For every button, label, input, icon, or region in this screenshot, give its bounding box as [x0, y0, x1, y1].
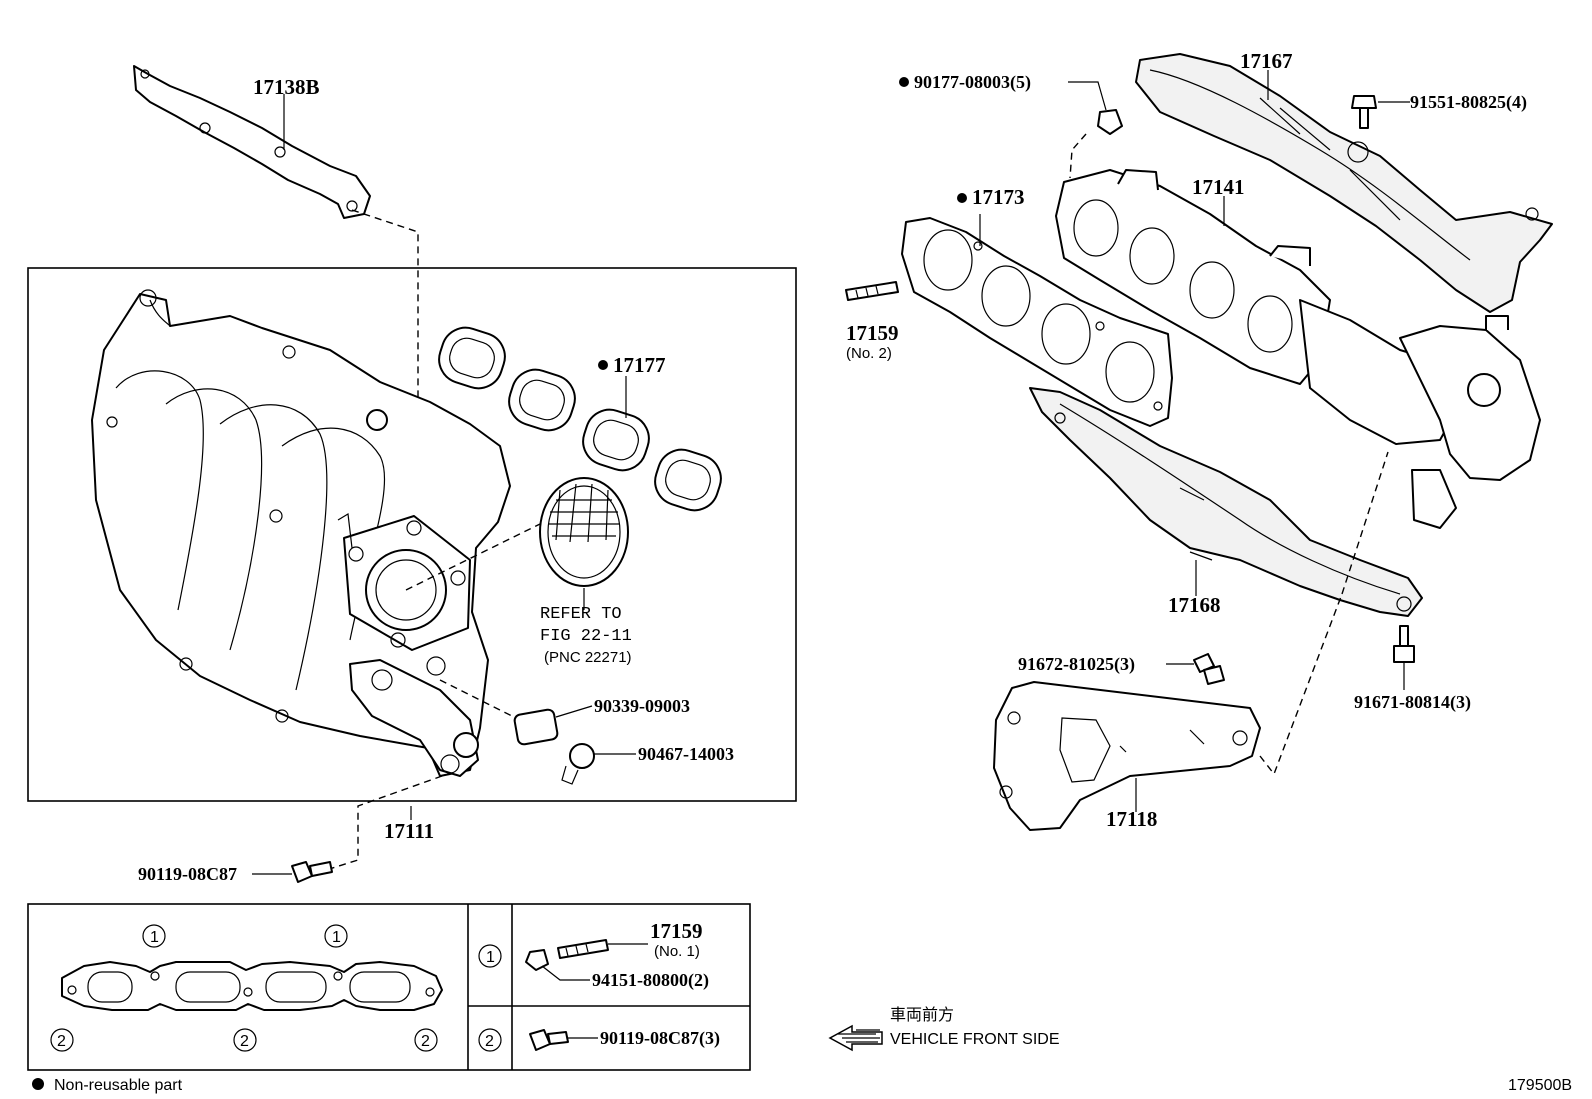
label-17111: 17111 — [384, 819, 434, 843]
bolt-90119[interactable] — [291, 861, 333, 883]
circled-mark-1a: 1 — [142, 924, 166, 948]
label-17177: 17177 — [613, 353, 666, 377]
refer-line2: FIG 22-11 — [540, 627, 632, 646]
label-17118: 17118 — [1106, 807, 1157, 831]
clamp-90467[interactable] — [561, 743, 595, 785]
intake-gasket-17177[interactable] — [433, 321, 727, 516]
bolt-91672[interactable] — [1193, 653, 1225, 685]
gasket-detail-table: 1 1 2 2 2 1 2 — [27, 903, 751, 1071]
svg-text:2: 2 — [57, 1033, 66, 1050]
label-17167: 17167 — [1240, 49, 1293, 73]
nonreusable-dot-17177 — [598, 360, 608, 370]
svg-text:2: 2 — [485, 1033, 494, 1050]
label-detail-17159-sub: (No. 1) — [654, 943, 700, 960]
circled-mark-2a: 2 — [50, 1028, 74, 1052]
stay-bracket-17138b[interactable] — [133, 65, 371, 219]
circled-mark-2b: 2 — [233, 1028, 257, 1052]
heat-insulator-17168[interactable] — [1029, 387, 1423, 617]
label-90467: 90467-14003 — [638, 744, 734, 764]
svg-text:2: 2 — [240, 1033, 249, 1050]
dashed-bolt — [325, 775, 443, 871]
bolt-90119-detail[interactable] — [529, 1029, 569, 1051]
intake-manifold-group: 17138B 17177 REFER TO FIG 22-11 (PNC 222… — [27, 65, 797, 884]
bracket-17118[interactable] — [993, 681, 1261, 831]
legend-note: Non-reusable part — [54, 1077, 183, 1094]
nonreusable-dot-90177 — [899, 77, 909, 87]
throttle-gasket-ring[interactable] — [539, 477, 629, 587]
label-detail-17159: 17159 — [650, 919, 703, 943]
exhaust-manifold-group: 90177-08003(5) 17167 91551-80825(4) 1717… — [845, 49, 1553, 831]
label-91551: 91551-80825(4) — [1410, 92, 1527, 113]
bolt-91671[interactable] — [1393, 625, 1415, 663]
refer-line1: REFER TO — [540, 605, 622, 624]
detail-gasket-drawing — [61, 961, 443, 1011]
leader-90177 — [1068, 81, 1107, 111]
label-17173: 17173 — [972, 185, 1025, 209]
direction-en: VEHICLE FRONT SIDE — [890, 1031, 1060, 1048]
svg-text:1: 1 — [486, 949, 495, 966]
intake-frame-box — [27, 267, 797, 802]
figure-code: 179500B — [1508, 1077, 1572, 1094]
label-91671: 91671-80814(3) — [1354, 692, 1471, 713]
svg-text:2: 2 — [421, 1033, 430, 1050]
nonreusable-dot-17173 — [957, 193, 967, 203]
label-17168: 17168 — [1168, 593, 1221, 617]
label-17159-no2: 17159 — [846, 321, 899, 345]
refer-line3: (PNC 22271) — [544, 649, 632, 666]
svg-text:1: 1 — [150, 929, 159, 946]
vehicle-front-arrow — [828, 1024, 883, 1052]
plug-90339[interactable] — [513, 708, 559, 746]
label-17141: 17141 — [1192, 175, 1245, 199]
legend-dot — [32, 1078, 44, 1090]
label-90339: 90339-09003 — [594, 696, 690, 716]
dashed-throttle — [405, 523, 541, 591]
heat-insulator-17167[interactable] — [1135, 53, 1553, 313]
nut-94151[interactable] — [525, 949, 549, 971]
label-90119: 90119-08C87 — [138, 864, 237, 884]
intake-manifold-body-17111[interactable] — [91, 289, 511, 777]
detail-frame — [27, 903, 751, 1071]
label-detail-90119: 90119-08C87(3) — [600, 1028, 720, 1049]
direction-jp: 車両前方 — [890, 1006, 954, 1024]
dashed-bracket-a — [1259, 593, 1343, 776]
exhaust-manifold-17141[interactable] — [1055, 169, 1541, 529]
label-91672: 91672-81025(3) — [1018, 654, 1135, 675]
dashed-nut — [1069, 133, 1087, 179]
exhaust-gasket-17173[interactable] — [901, 217, 1173, 427]
circled-mark-1b: 1 — [324, 924, 348, 948]
label-90177: 90177-08003(5) — [914, 72, 1031, 93]
dashed-bracket-b — [1341, 451, 1389, 595]
svg-text:1: 1 — [332, 929, 341, 946]
row-mark-1: 1 — [478, 944, 502, 968]
circled-mark-2c: 2 — [414, 1028, 438, 1052]
bolt-91551[interactable] — [1351, 95, 1377, 129]
label-17159-no2-sub: (No. 2) — [846, 345, 892, 362]
label-detail-94151: 94151-80800(2) — [592, 970, 709, 991]
nut-90177[interactable] — [1097, 109, 1123, 135]
label-17138b: 17138B — [253, 75, 320, 99]
stud-17159-no2[interactable] — [845, 281, 899, 301]
row-mark-2: 2 — [478, 1028, 502, 1052]
dashed-17138b — [351, 209, 419, 452]
stud-17159-no1[interactable] — [557, 939, 609, 959]
dashed-plug — [439, 679, 517, 719]
leader-90339 — [555, 705, 593, 718]
